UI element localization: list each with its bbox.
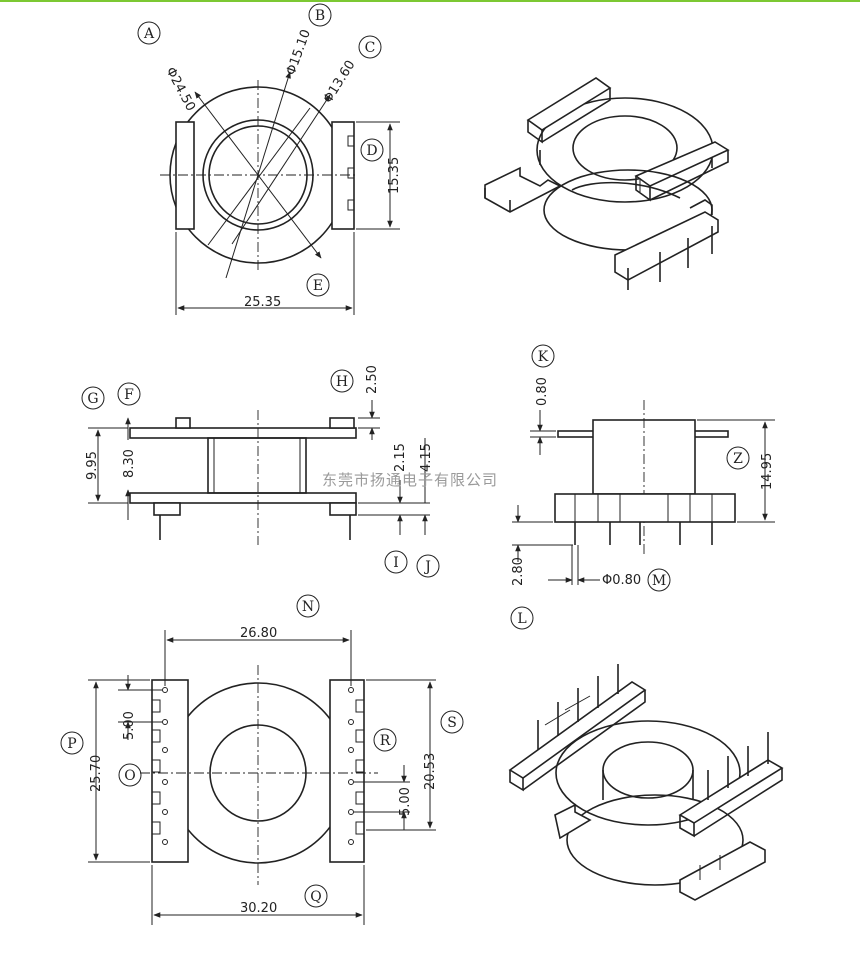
svg-text:K: K	[538, 349, 549, 365]
callout-j: J	[416, 554, 440, 578]
callout-z: Z	[726, 446, 750, 470]
dim-front-pin-length: 2.80	[511, 557, 526, 586]
iso-view-upper	[484, 77, 730, 290]
svg-text:M: M	[652, 573, 666, 589]
header-accent-line	[0, 0, 860, 2]
callout-l: L	[510, 606, 534, 630]
callout-o: O	[118, 763, 142, 787]
svg-text:C: C	[365, 40, 376, 56]
callout-f: F	[117, 382, 141, 406]
dim-bottom-height: 25.70	[89, 755, 104, 792]
dim-bottom-row-length: 20.53	[423, 753, 438, 790]
svg-text:B: B	[315, 8, 325, 24]
callout-k: K	[531, 344, 555, 368]
svg-text:Q: Q	[310, 889, 321, 905]
svg-text:L: L	[517, 611, 526, 627]
bottom-view	[88, 630, 436, 925]
callout-p: P	[60, 731, 84, 755]
dim-front-flange-thickness: 0.80	[535, 377, 550, 406]
dim-top-outer-diameter: Φ24.50	[162, 65, 198, 114]
callout-e: E	[306, 273, 330, 297]
svg-text:F: F	[124, 387, 134, 403]
dim-top-height: 15.35	[387, 157, 402, 194]
callout-q: Q	[304, 884, 328, 908]
callout-b: B	[308, 3, 332, 27]
top-view	[160, 71, 400, 315]
dim-side-tab-height: 2.50	[365, 365, 380, 394]
callout-h: H	[330, 369, 354, 393]
svg-text:D: D	[366, 143, 377, 159]
side-view	[88, 400, 430, 545]
svg-text:I: I	[393, 555, 399, 571]
callout-s: S	[440, 710, 464, 734]
svg-text:O: O	[124, 768, 135, 784]
callout-i: I	[384, 550, 408, 574]
dim-side-base-height: 4.15	[419, 443, 434, 472]
callout-c: C	[358, 35, 382, 59]
dim-bottom-pin-span: 26.80	[240, 626, 277, 641]
svg-text:H: H	[336, 374, 348, 390]
dim-side-base-gap: 2.15	[393, 443, 408, 472]
dim-top-flange-diameter: Φ15.10	[284, 28, 314, 78]
callout-n: N	[296, 594, 320, 618]
svg-text:G: G	[87, 391, 98, 407]
svg-text:N: N	[302, 599, 314, 615]
dim-front-height: 14.95	[760, 453, 775, 490]
dim-bottom-pin-pitch-left: 5.00	[122, 711, 137, 740]
svg-text:P: P	[67, 736, 76, 752]
front-view	[512, 400, 775, 585]
dim-bottom-pin-pitch-right: 5.00	[398, 787, 413, 816]
dim-top-inner-diameter: Φ13.60	[321, 58, 359, 106]
dim-side-flange-height: 8.30	[122, 449, 137, 478]
svg-text:Z: Z	[733, 451, 743, 467]
callout-d: D	[360, 138, 384, 162]
callout-g: G	[81, 386, 105, 410]
callout-a: A	[137, 21, 161, 45]
dim-front-pin-diameter: Φ0.80	[602, 573, 641, 588]
svg-text:E: E	[313, 278, 323, 294]
svg-text:J: J	[423, 559, 431, 575]
dim-side-total-height: 9.95	[85, 451, 100, 480]
iso-view-lower	[508, 664, 784, 901]
dim-top-width: 25.35	[244, 295, 281, 310]
svg-text:R: R	[380, 733, 391, 749]
svg-text:A: A	[143, 26, 155, 42]
svg-text:S: S	[447, 715, 457, 731]
callout-r: R	[373, 728, 397, 752]
company-watermark: 东莞市扬通电子有限公司	[322, 471, 498, 489]
dim-bottom-width: 30.20	[240, 901, 277, 916]
callout-m: M	[647, 568, 671, 592]
